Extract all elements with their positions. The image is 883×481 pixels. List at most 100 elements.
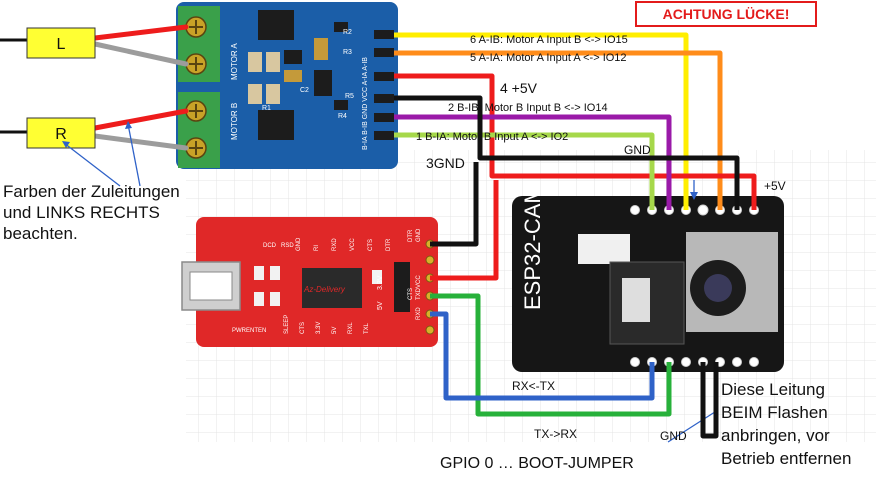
esp32-cam-board: ESP32-CAM (512, 185, 784, 372)
driver-chip (258, 10, 294, 40)
ftdi-pin-label: GND (416, 228, 422, 242)
ftdi-pin-label: TXL (364, 322, 370, 334)
part-label: R5 (345, 93, 354, 100)
smd-part (266, 84, 280, 104)
ftdi-pin-label: TXD (416, 287, 422, 300)
camera-flash (622, 278, 650, 322)
label-b-ib: 2 B-IB: Motor B Input B <-> IO14 (448, 102, 608, 114)
wire-tx-rx (430, 293, 672, 417)
label-gnd-bottom: GND (660, 429, 687, 443)
ftdi-pin-label: SLEEP (284, 315, 290, 334)
part-label: R2 (343, 29, 352, 36)
part-label: R3 (343, 49, 352, 56)
wire-rx-tx (430, 311, 655, 401)
wire-vcc-ftdi (430, 180, 499, 281)
ftdi-pin-label: RXD (332, 238, 338, 251)
smd-part (314, 70, 332, 96)
colors-note-line: Farben der Zuleitungen (3, 182, 180, 201)
ftdi-pin-label: CTS (300, 322, 306, 334)
jumper-label: 3.3V (377, 275, 384, 290)
ftdi-pin-label: VCC (416, 275, 422, 288)
label-gpio0: GPIO 0 … BOOT-JUMPER (440, 455, 634, 472)
driver-chip (258, 110, 294, 140)
motor-a-label: MOTOR A (230, 43, 239, 80)
warning-box (635, 1, 817, 27)
driver-pin-labels: B-IA B-IB GND VCC A-IA A-IB (362, 57, 369, 150)
smd-part (334, 100, 348, 110)
flash-note-line: Betrieb entfernen (721, 449, 852, 468)
ftdi-pin-label: CTS (368, 239, 374, 251)
jumper-label: 5V (377, 301, 384, 310)
flash-note-line: Diese Leitung (721, 380, 825, 399)
motor-right-label: R (55, 126, 67, 143)
camera-lens-inner (704, 274, 732, 302)
label-5v-driver: 4 +5V (500, 80, 538, 96)
driver-pcb (176, 2, 398, 169)
motor-right-box (26, 117, 96, 149)
motor-leads (0, 24, 189, 151)
ftdi-board: Az-Delivery 3.3V 5V DCD RSD GND RI RXD V… (181, 217, 438, 347)
warning-text: ACHTUNG LÜCKE! (663, 6, 790, 22)
part-label: R1 (262, 105, 271, 112)
wire-a-ib (394, 32, 689, 210)
label-gnd-top: GND (624, 143, 651, 157)
ftdi-header-pins (425, 239, 435, 335)
gap-pin (697, 204, 709, 216)
wire-gnd-driver (394, 95, 740, 210)
smd-part (248, 52, 262, 72)
wire-gnd-ftdi (430, 162, 479, 247)
colors-note-line: und LINKS RECHTS (3, 203, 160, 222)
ftdi-pin-label: RSD (281, 243, 294, 249)
driver-header (374, 30, 394, 140)
part-label: C2 (300, 87, 309, 94)
motor-driver-board: MOTOR A MOTOR B B-IA B-IB GND VCC A-IA A… (176, 2, 398, 169)
signal-wires (394, 32, 757, 439)
ftdi-pin-label: RXD (416, 307, 422, 320)
smd-part (284, 50, 302, 64)
flash-note-line: BEIM Flashen (721, 403, 828, 422)
ftdi-pin-label: DTR (408, 229, 414, 242)
label-tx: TX->RX (534, 427, 577, 441)
ftdi-pin-label: 5V (332, 327, 338, 334)
smd-part (314, 38, 328, 60)
flash-note-line: anbringen, vor (721, 426, 830, 445)
voltage-jumper (394, 262, 410, 312)
label-rx: RX<-TX (512, 379, 555, 393)
ftdi-pin-label: RI (314, 245, 320, 251)
ftdi-pin-label: DTR (386, 238, 392, 251)
smd-part (334, 22, 348, 32)
ftdi-brand: Az-Delivery (303, 285, 346, 294)
ftdi-pin-label: PWRENTEN (232, 328, 266, 334)
smd-part (266, 52, 280, 72)
ftdi-pin-label: GND (296, 237, 302, 251)
part-label: R4 (338, 113, 347, 120)
ftdi-pin-label: RXL (348, 322, 354, 334)
usb-port (189, 271, 233, 301)
motor-b-label: MOTOR B (230, 103, 239, 140)
flash-note: Diese Leitung BEIM Flashen anbringen, vo… (721, 378, 851, 470)
label-5v-esp: +5V (764, 179, 786, 193)
smd-part (248, 84, 262, 104)
label-a-ib: 6 A-IB: Motor A Input B <-> IO15 (470, 34, 628, 46)
ftdi-pin-label: VCC (350, 238, 356, 251)
smd-part (284, 70, 302, 82)
camera-connector (578, 234, 630, 264)
ftdi-chip (302, 268, 362, 308)
ftdi-pin-label: 3.3V (316, 322, 322, 334)
motor-left-label: L (57, 36, 66, 53)
esp-label: ESP32-CAM (520, 185, 545, 310)
label-a-ia: 5 A-IA: Motor A Input A <-> IO12 (470, 52, 627, 64)
colors-note-line: beachten. (3, 224, 78, 243)
wire-b-ib (394, 114, 672, 210)
label-b-ia: 1 B-IA: Motor B Input A <-> IO2 (416, 131, 568, 143)
motor-left-box (26, 27, 96, 59)
ftdi-pin-label: CTS (408, 288, 414, 300)
ftdi-parts (254, 266, 382, 306)
colors-note: Farben der Zuleitungen und LINKS RECHTS … (3, 181, 180, 244)
wire-5v-driver (394, 73, 757, 210)
wire-boot-jumper (700, 362, 719, 439)
note-arrows (63, 123, 719, 443)
label-gnd-driver: 3GND (426, 155, 465, 171)
